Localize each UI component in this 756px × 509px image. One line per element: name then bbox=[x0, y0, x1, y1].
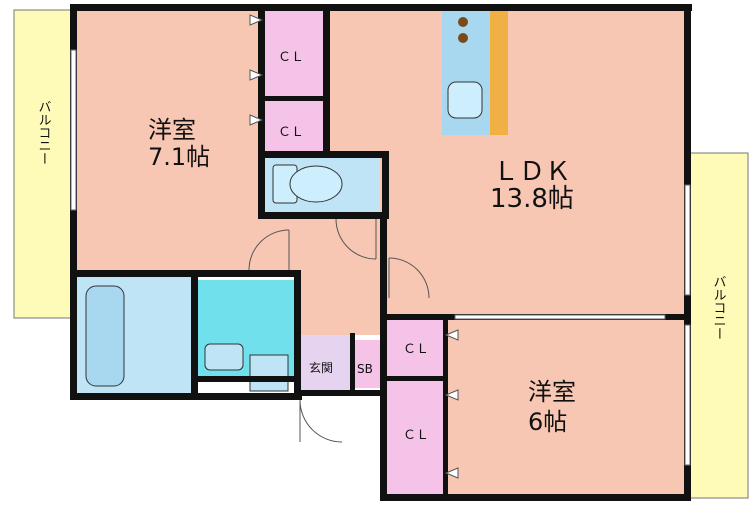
balcony-left-label: バルコニー bbox=[36, 100, 52, 165]
western-room-2-name: 洋室 bbox=[528, 378, 576, 406]
western-room-2 bbox=[443, 318, 686, 494]
western-room-1-name: 洋室 bbox=[148, 116, 196, 144]
balcony-right bbox=[687, 152, 749, 499]
balcony-right-label: バルコニー bbox=[711, 275, 727, 340]
kitchen-counter bbox=[490, 10, 508, 135]
balcony-left bbox=[13, 9, 73, 319]
doors bbox=[248, 218, 430, 443]
ldk-floor bbox=[326, 10, 684, 330]
western-room-1-lower bbox=[261, 215, 299, 273]
entrance bbox=[300, 335, 352, 395]
washing-machine bbox=[249, 354, 289, 392]
closet-2 bbox=[261, 100, 323, 155]
bathtub bbox=[85, 285, 125, 387]
stove-burner-2 bbox=[458, 33, 468, 43]
closet-3 bbox=[386, 320, 444, 378]
shoebox-label: SB bbox=[357, 362, 373, 376]
western-room-2-size: 6帖 bbox=[528, 408, 567, 436]
closet-1-label: ＣＬ bbox=[278, 50, 304, 65]
hallway bbox=[299, 215, 381, 335]
western-room-1 bbox=[76, 10, 261, 273]
kitchen-sink bbox=[447, 81, 483, 119]
closet-4-label: ＣＬ bbox=[403, 428, 429, 443]
entrance-label: 玄関 bbox=[309, 360, 333, 375]
shoebox bbox=[355, 340, 383, 388]
closet-2-label: ＣＬ bbox=[278, 125, 304, 140]
ldk-name: ＬＤＫ bbox=[493, 157, 571, 187]
closet-1 bbox=[261, 10, 323, 98]
stove-burner-1 bbox=[458, 17, 468, 27]
closet-3-label: ＣＬ bbox=[403, 342, 429, 357]
closet-4 bbox=[386, 380, 444, 494]
western-room-1-size: 7.1帖 bbox=[148, 143, 210, 171]
wash-basin bbox=[204, 343, 244, 371]
toilet-bowl bbox=[289, 165, 343, 203]
closet-door-markers bbox=[249, 14, 459, 479]
ldk-size: 13.8帖 bbox=[490, 184, 574, 214]
windows bbox=[70, 49, 691, 466]
